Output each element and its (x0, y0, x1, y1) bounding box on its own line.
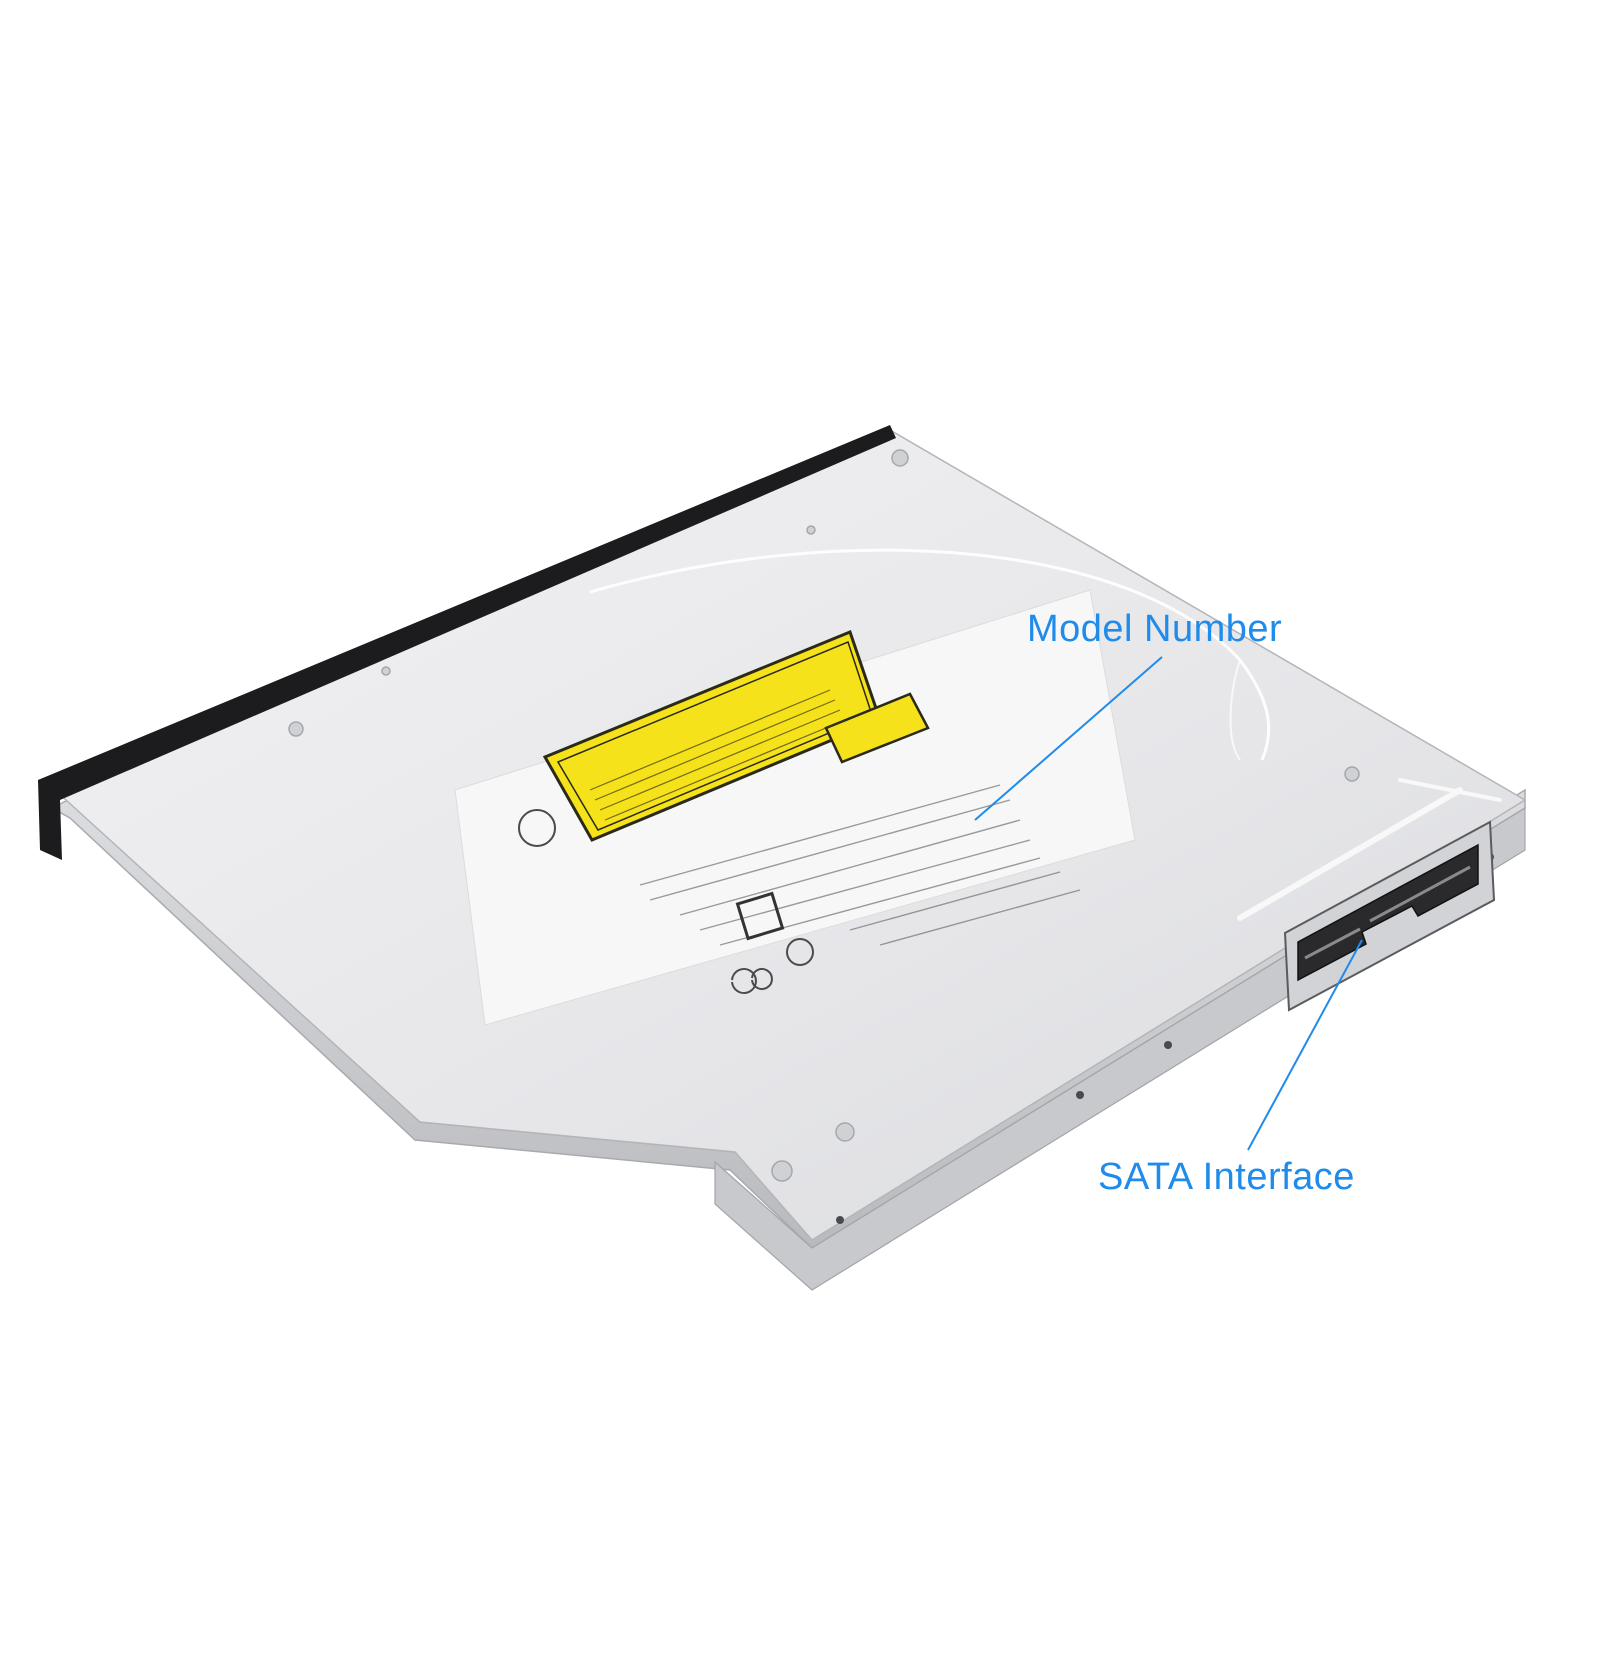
drive-bezel (38, 425, 896, 860)
certification-marks (518, 809, 814, 994)
drive-front-end (714, 806, 1526, 1291)
model-number-leader-line (974, 656, 1163, 821)
product-label (454, 589, 1136, 1026)
disc-arc (589, 548, 1271, 761)
screw-holes (288, 449, 1360, 1182)
laser-warning-sublabel (824, 692, 930, 764)
model-number-callout: Model Number (1027, 608, 1283, 650)
qr-code (735, 891, 785, 941)
sata-interface-callout: SATA Interface (1098, 1156, 1355, 1198)
sata-interface-leader-line (1247, 939, 1363, 1151)
